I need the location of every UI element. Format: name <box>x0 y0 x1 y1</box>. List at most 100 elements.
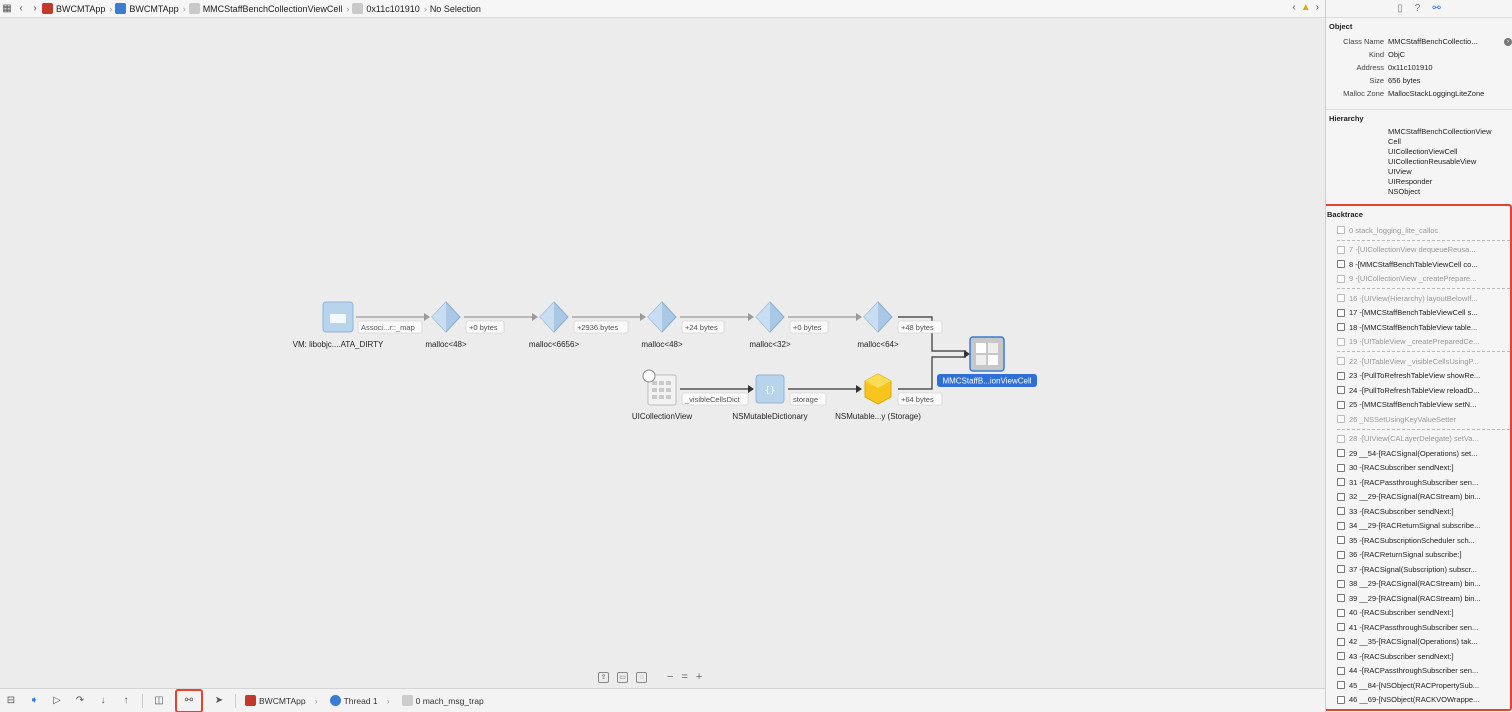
debug-breadcrumb-frame[interactable]: 0 mach_msg_trap <box>401 695 484 706</box>
hide-debug-area-icon[interactable]: ⊟ <box>6 695 16 706</box>
system-frame-icon <box>1337 357 1345 366</box>
backtrace-frame-row[interactable]: 41 -[RACPassthroughSubscriber sen... <box>1327 620 1510 635</box>
backtrace-frame-row[interactable]: 40 -[RACSubscriber sendNext:] <box>1327 606 1510 621</box>
go-to-class-arrow-icon[interactable]: › <box>1504 37 1512 46</box>
backtrace-frame-row[interactable]: 30 -[RACSubscriber sendNext:] <box>1327 461 1510 476</box>
edge-label-visiblecellsdict: _visibleCellsDict <box>681 392 749 406</box>
backtrace-collapsed-frames-divider[interactable] <box>1337 428 1510 430</box>
backtrace-collapsed-frames-divider[interactable] <box>1337 239 1510 241</box>
node-malloc6656[interactable]: malloc<6656> <box>529 301 580 349</box>
forward-chevron-icon[interactable]: › <box>33 3 37 14</box>
back-chevron-icon[interactable]: ‹ <box>1292 2 1296 13</box>
node-malloc64[interactable]: malloc<64> <box>857 301 899 349</box>
backtrace-frame-label: 18 -[MMCStaffBenchTableView table... <box>1349 322 1478 332</box>
grid-icon[interactable]: ▦ <box>2 3 12 14</box>
backtrace-frame-row[interactable]: 22 -[UITableView _visibleCellsUsingP... <box>1327 354 1510 369</box>
backtrace-collapsed-frames-divider[interactable] <box>1337 288 1510 289</box>
user-frame-icon <box>1337 681 1345 690</box>
zoom-in-icon[interactable]: + <box>695 671 703 683</box>
backtrace-frame-row[interactable]: 24 -[PullToRefreshTableView reloadD... <box>1327 383 1510 398</box>
breadcrumb-class[interactable]: MMCStaffBenchCollectionViewCell <box>188 3 342 14</box>
back-chevron-icon[interactable]: ‹ <box>19 3 23 14</box>
backtrace-frame-label: 28 -[UIView(CALayerDelegate) setVa... <box>1349 434 1479 444</box>
backtrace-frame-label: 16 -[UIView(Hierarchy) layoutBelowIf... <box>1349 293 1478 303</box>
export-graph-icon[interactable]: ⇪ <box>598 671 609 683</box>
breadcrumb-app[interactable]: BWCMTApp <box>42 3 105 14</box>
continue-icon[interactable]: ▷ <box>53 695 61 706</box>
backtrace-frame-row[interactable]: 43 -[RACSubscriber sendNext:] <box>1327 649 1510 664</box>
step-into-icon[interactable]: ↓ <box>100 695 106 706</box>
file-inspector-icon[interactable]: ▯ <box>1397 3 1403 14</box>
backtrace-frame-row[interactable]: 32 __29-[RACSignal(RACStream) bin... <box>1327 490 1510 505</box>
backtrace-frame-row[interactable]: 42 __35-[RACSignal(Operations) tak... <box>1327 635 1510 650</box>
backtrace-collapsed-frames-divider[interactable] <box>1337 351 1510 352</box>
node-nsmutabledictionary[interactable]: {} NSMutableDictionary <box>732 374 808 421</box>
backtrace-frame-row[interactable]: 23 -[PullToRefreshTableView showRe... <box>1327 369 1510 384</box>
backtrace-frame-row[interactable]: 26 _NSSetUsingKeyValueSetter <box>1327 412 1510 427</box>
view-debugger-icon[interactable]: ◫ <box>154 695 164 706</box>
memory-graph-button-icon[interactable]: ⚯ <box>175 688 203 712</box>
backtrace-frame-row[interactable]: 0 stack_logging_lite_calloc <box>1327 223 1510 238</box>
backtrace-frame-row[interactable]: 34 __29-[RACReturnSignal subscribe... <box>1327 519 1510 534</box>
backtrace-frame-row[interactable]: 39 __29-[RACSignal(RACStream) bin... <box>1327 591 1510 606</box>
backtrace-frame-row[interactable]: 28 -[UIView(CALayerDelegate) setVa... <box>1327 432 1510 447</box>
node-malloc48-a[interactable]: malloc<48> <box>425 301 467 349</box>
backtrace-frame-label: 26 _NSSetUsingKeyValueSetter <box>1349 414 1457 424</box>
backtrace-frame-row[interactable]: 45 __84-[NSObject(RACPropertySub... <box>1327 678 1510 693</box>
backtrace-frame-row[interactable]: 19 -[UITableView _createPreparedCe... <box>1327 335 1510 350</box>
backtrace-frame-row[interactable]: 9 -[UICollectionView _createPrepare... <box>1327 272 1510 287</box>
breadcrumb-selection[interactable]: No Selection <box>429 3 481 14</box>
breadcrumb-address[interactable]: 0x11c101910 <box>352 3 420 14</box>
breadcrumb-target[interactable]: BWCMTApp <box>115 3 179 14</box>
help-inspector-icon[interactable]: ? <box>1414 3 1421 14</box>
node-malloc48-b[interactable]: malloc<48> <box>641 301 683 349</box>
node-uicollectionview[interactable]: UICollectionView <box>632 369 693 421</box>
property-value[interactable]: MMCStaffBenchCollectio... <box>1388 37 1478 46</box>
step-over-icon[interactable]: ↷ <box>75 695 85 706</box>
simulate-location-icon[interactable]: ➤ <box>214 695 224 706</box>
zoom-to-fit-icon[interactable]: ▭ <box>617 671 628 683</box>
backtrace-frame-row[interactable]: 18 -[MMCStaffBenchTableView table... <box>1327 320 1510 335</box>
backtrace-frame-row[interactable]: 17 -[MMCStaffBenchTableViewCell s... <box>1327 306 1510 321</box>
backtrace-frame-row[interactable]: 35 -[RACSubscriptionScheduler sch... <box>1327 533 1510 548</box>
warning-icon[interactable]: ▲ <box>1300 2 1311 13</box>
backtrace-frame-row[interactable]: 36 -[RACReturnSignal subscribe:] <box>1327 548 1510 563</box>
node-malloc32[interactable]: malloc<32> <box>749 301 791 349</box>
debug-breadcrumb-app[interactable]: BWCMTApp <box>245 695 306 706</box>
property-value[interactable]: 0x11c101910 <box>1388 63 1433 72</box>
property-key: Address <box>1356 63 1384 72</box>
backtrace-frame-row[interactable]: 46 __69-[NSObject(RACKVOWrappe... <box>1327 693 1510 708</box>
zoom-out-icon[interactable]: − <box>667 671 674 683</box>
node-target-cell[interactable]: MMCStaffB...ionViewCell <box>937 336 1037 387</box>
backtrace-frame-row[interactable]: 33 -[RACSubscriber sendNext:] <box>1327 504 1510 519</box>
backtrace-frame-row[interactable]: 37 -[RACSignal(Subscription) subscr... <box>1327 562 1510 577</box>
debug-breadcrumb-thread[interactable]: Thread 1 <box>329 695 378 706</box>
svg-text:UICollectionView: UICollectionView <box>632 412 693 421</box>
backtrace-frame-row[interactable]: 29 __54-[RACSignal(Operations) set... <box>1327 446 1510 461</box>
backtrace-frame-row[interactable]: 7 -[UICollectionView dequeueReusa... <box>1327 243 1510 258</box>
backtrace-frame-row[interactable]: 8 -[MMCStaffBenchTableViewCell co... <box>1327 257 1510 272</box>
node-storage[interactable]: NSMutable...y (Storage) <box>835 373 921 421</box>
node-vm[interactable]: VM: libobjc....ATA_DIRTY <box>293 301 384 349</box>
backtrace-frame-row[interactable]: 16 -[UIView(Hierarchy) layoutBelowIf... <box>1327 291 1510 306</box>
property-value[interactable]: 656 bytes <box>1388 76 1421 85</box>
breakpoints-toggle-icon[interactable]: ➧ <box>29 695 39 706</box>
property-value[interactable]: ObjC <box>1388 50 1406 59</box>
step-out-icon[interactable]: ↑ <box>123 695 129 706</box>
memory-inspector-icon[interactable]: ⚯ <box>1432 3 1441 14</box>
backtrace-frame-row[interactable]: 44 -[RACPassthroughSubscriber sen... <box>1327 664 1510 679</box>
memory-graph-canvas[interactable]: Associ...r::_map +0 bytes +2936 bytes +2… <box>0 19 1325 686</box>
system-frame-icon <box>1337 245 1345 254</box>
backtrace-frame-row[interactable]: 38 __29-[RACSignal(RACStream) bin... <box>1327 577 1510 592</box>
forward-chevron-icon[interactable]: › <box>1315 2 1319 13</box>
backtrace-frame-row[interactable]: 31 -[RACPassthroughSubscriber sen... <box>1327 475 1510 490</box>
property-value[interactable]: MallocStackLoggingLiteZone <box>1388 89 1485 98</box>
zoom-reset-icon[interactable]: = <box>681 671 688 683</box>
user-frame-icon <box>1337 536 1345 545</box>
actual-size-icon[interactable]: ◌ <box>636 671 647 683</box>
user-frame-icon <box>1337 521 1345 530</box>
backtrace-frame-row[interactable]: 25 -[MMCStaffBenchTableView setN... <box>1327 398 1510 413</box>
user-frame-icon <box>1337 666 1345 675</box>
property-key: Malloc Zone <box>1343 89 1384 98</box>
jump-bar: ▦ ‹ › BWCMTApp › BWCMTApp › MMCStaffBenc… <box>0 0 1325 18</box>
